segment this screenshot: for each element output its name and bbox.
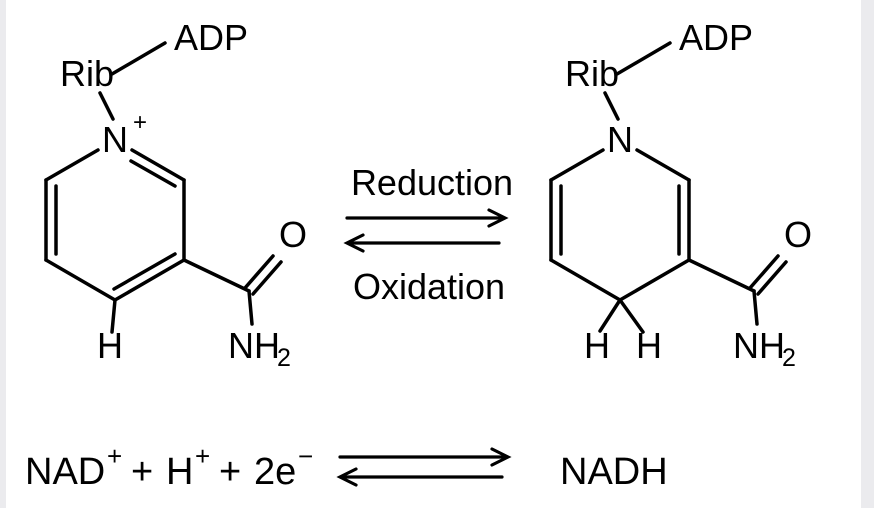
rib-label: Rib — [565, 53, 619, 94]
c3-amide-bond — [687, 258, 756, 293]
adp-label: ADP — [174, 17, 248, 58]
amide-nh-subscript: 2 — [782, 344, 796, 372]
proton-text: H — [166, 451, 193, 493]
overall-equation: NAD + + H + + 2e − NADH — [25, 441, 668, 493]
oxygen-label: O — [784, 214, 812, 255]
reaction-equilibrium: Reduction Oxidation — [343, 162, 513, 307]
rib-adp-bond — [110, 41, 167, 76]
forward-arrow-head — [487, 208, 509, 228]
right-edge-strip — [861, 0, 874, 508]
reverse-arrow-head — [336, 467, 358, 487]
adp-label: ADP — [679, 17, 753, 58]
left-edge-strip — [0, 0, 6, 508]
oxidation-label: Oxidation — [353, 266, 505, 307]
rib-label: Rib — [60, 53, 114, 94]
electrons-charge-superscript: − — [298, 441, 313, 471]
carbonyl-double-bond — [251, 260, 283, 296]
oxygen-label: O — [279, 214, 307, 255]
ring-bond-c3-c4 — [113, 258, 186, 302]
n-rib-bond — [98, 91, 115, 121]
ring-bond-c3-c4 — [618, 258, 691, 302]
carbonyl-double-bond-inner — [748, 254, 780, 290]
amide-c-n-bond — [247, 289, 254, 326]
nad-charge-superscript: + — [107, 441, 122, 471]
nad-text: NAD — [25, 451, 105, 493]
plus-sign: + — [219, 451, 241, 493]
amide-nh-label: NH — [228, 325, 280, 366]
ring-bond-c6-n — [549, 148, 605, 182]
ring-bond-c3-c4-inner — [112, 252, 177, 291]
c3-amide-bond — [182, 258, 251, 293]
electrons-text: 2e — [254, 451, 296, 493]
rib-adp-bond — [615, 41, 672, 76]
n-rib-bond — [603, 91, 620, 121]
amide-nh-subscript: 2 — [277, 344, 291, 372]
nadh-structure: Rib ADP N H H O NH 2 — [549, 17, 812, 372]
c4-h-right-bond — [618, 298, 645, 334]
c4-h-right-label: H — [636, 325, 662, 366]
c4-h-left-bond — [598, 298, 622, 333]
nitrogen-label: N — [102, 119, 128, 160]
c4-h-bond — [110, 298, 117, 334]
ring-bond-c4-c5 — [44, 258, 117, 302]
carbonyl-double-bond-inner — [243, 254, 275, 290]
nitrogen-label: N — [607, 119, 633, 160]
amide-nh-label: NH — [733, 325, 785, 366]
reduction-label: Reduction — [351, 162, 513, 203]
forward-arrow-head — [490, 447, 512, 467]
ring-bond-n-c2 — [635, 148, 691, 182]
c4-h-left-label: H — [584, 325, 610, 366]
carbonyl-double-bond — [756, 260, 788, 296]
ring-bond-n-c2-inner — [129, 159, 177, 188]
nadh-text: NADH — [560, 451, 668, 493]
nad-plus-structure: Rib ADP N + H O NH 2 — [44, 17, 307, 372]
ring-h-label: H — [97, 325, 123, 366]
nitrogen-charge: + — [133, 109, 147, 136]
plus-sign: + — [131, 451, 153, 493]
amide-c-n-bond — [752, 289, 759, 326]
reverse-arrow-head — [343, 233, 365, 253]
ring-bond-n-c2 — [130, 148, 186, 182]
proton-charge-superscript: + — [195, 441, 210, 471]
ring-bond-c4-c5 — [549, 258, 622, 302]
ring-bond-c6-n — [44, 148, 100, 182]
